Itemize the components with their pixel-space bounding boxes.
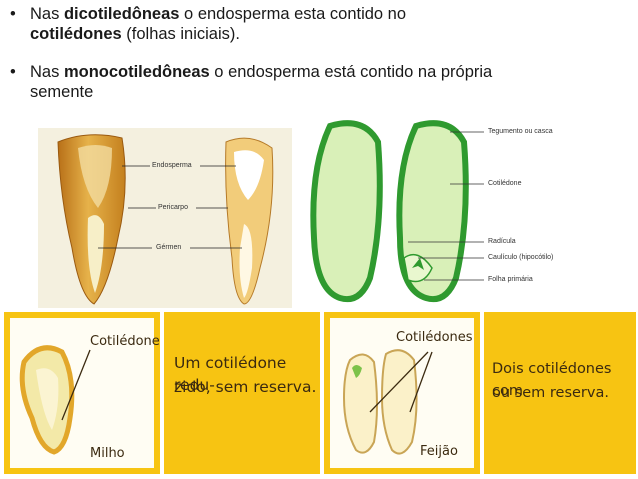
label-radicle: Radícula <box>488 238 516 245</box>
panel-milho-image: Cotilédone Milho <box>4 312 160 474</box>
label-primary-leaf: Folha primária <box>488 276 533 283</box>
feijao-text-line1: Dois cotilédones com <box>492 361 612 399</box>
feijao-seed-illustration <box>342 349 433 455</box>
label-endosperm: Endosperma <box>152 162 192 169</box>
bean-seed-illustration <box>310 120 484 302</box>
corn-kernel-illustration <box>57 134 274 305</box>
bullet-dot: • <box>10 5 16 23</box>
panel-milho-text: Um cotilédone redu- zido, sem reserva. <box>164 312 320 474</box>
label-milho: Milho <box>90 446 125 461</box>
label-hypocotyl: Caulículo (hipocótilo) <box>488 254 554 261</box>
corn-kernel-figure: Endosperma Pericarpo Gérmen <box>38 128 292 308</box>
bullet-monocot: • Nas monocotiledôneas o endosperma está… <box>10 63 493 101</box>
label-cotyledon: Cotilédone <box>488 180 522 187</box>
label-pericarp: Pericarpo <box>158 204 188 211</box>
bullet-list: • Nas dicotiledôneas o endosperma esta c… <box>8 4 633 120</box>
bean-seed-figure: Tegumento ou casca Cotilédone Radícula C… <box>300 118 638 308</box>
panel-feijao-image: Cotilédones Feijão <box>324 312 480 474</box>
label-germ: Gérmen <box>156 244 182 251</box>
milho-seed-illustration <box>19 345 91 455</box>
feijao-text-line2: ou sem reserva. <box>492 385 609 401</box>
panel-feijao-text: Dois cotilédones com ou sem reserva. <box>484 312 636 474</box>
label-milho-cotyledon: Cotilédone <box>90 334 160 349</box>
label-seed-coat: Tegumento ou casca <box>488 128 553 135</box>
bullet-dot: • <box>10 63 16 81</box>
bullet-dicot: • Nas dicotiledôneas o endosperma esta c… <box>10 5 407 43</box>
label-feijao-cotyledons: Cotilédones <box>396 330 473 345</box>
label-feijao: Feijão <box>420 444 458 459</box>
milho-text-line1: Um cotilédone redu- <box>174 354 287 394</box>
milho-text-line2: zido, sem reserva. <box>174 378 317 396</box>
